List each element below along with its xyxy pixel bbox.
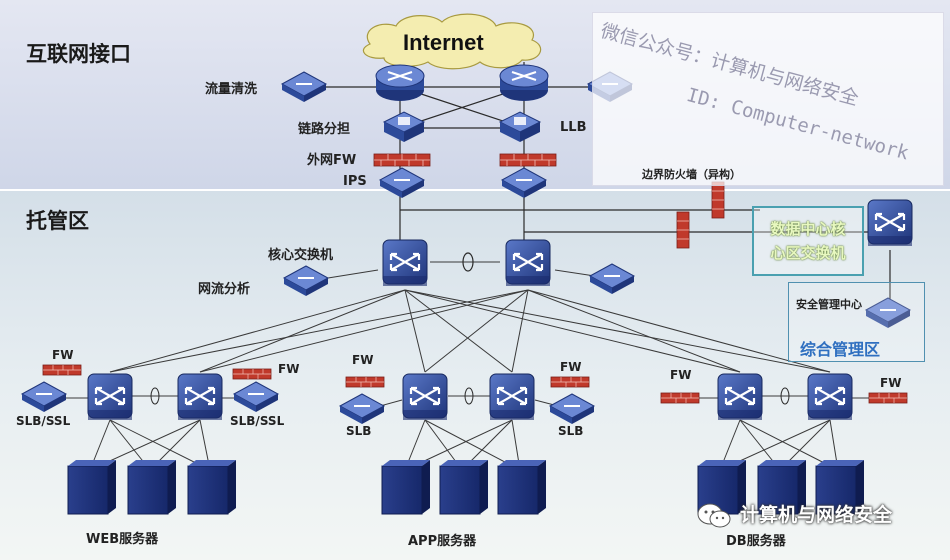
firewall-icon xyxy=(499,153,557,167)
access-switch-icon xyxy=(86,372,134,422)
app-fw-left-label: FW xyxy=(352,353,374,367)
datacenter-core-line-2: 心区交换机 xyxy=(770,244,846,262)
wechat-icon xyxy=(697,503,731,528)
core-switch-icon xyxy=(381,238,429,288)
firewall-icon xyxy=(42,364,82,376)
server-icon xyxy=(497,459,547,515)
server-icon xyxy=(67,459,117,515)
border-firewall-icon xyxy=(676,211,690,249)
security-mgmt-label: 安全管理中心 xyxy=(796,298,862,311)
db-fw-right-label: FW xyxy=(880,376,902,390)
web-fw-right-label: FW xyxy=(278,362,300,376)
server-icon xyxy=(381,459,431,515)
web-slb-left-label: SLB/SSL xyxy=(16,414,71,428)
app-slb-left-label: SLB xyxy=(346,424,372,438)
app-slb-right-label: SLB xyxy=(558,424,584,438)
web-fw-left-label: FW xyxy=(52,348,74,362)
app-fw-right-label: FW xyxy=(560,360,582,374)
access-switch-icon xyxy=(716,372,764,422)
server-icon xyxy=(187,459,237,515)
core-switch-label: 核心交换机 xyxy=(268,248,334,263)
integrated-mgmt-zone-box xyxy=(788,282,925,362)
watermark-panel xyxy=(592,12,944,186)
netflow-label: 网流分析 xyxy=(198,282,251,297)
db-servers-label: DB服务器 xyxy=(726,534,786,549)
outer-fw-label: 外网FW xyxy=(307,153,357,168)
core-switch-icon xyxy=(504,238,552,288)
integrated-mgmt-title: 综合管理区 xyxy=(800,340,881,359)
firewall-icon xyxy=(373,153,431,167)
app-servers-label: APP服务器 xyxy=(408,534,477,549)
access-switch-icon xyxy=(176,372,224,422)
access-switch-icon xyxy=(401,372,449,422)
datacenter-core-box: 数据中心核 心区交换机 xyxy=(752,206,864,276)
zone-title-hosting: 托管区 xyxy=(26,209,89,233)
traffic-cleaning-label: 流量清洗 xyxy=(205,82,258,97)
db-fw-left-label: FW xyxy=(670,368,692,382)
core-access-links xyxy=(109,261,831,373)
ips-label: IPS xyxy=(343,174,367,189)
firewall-icon xyxy=(660,392,700,404)
firewall-icon xyxy=(550,376,590,388)
llb-label: LLB xyxy=(560,120,587,135)
zone-title-internet: 互联网接口 xyxy=(26,42,131,66)
access-switch-icon xyxy=(488,372,536,422)
server-icon xyxy=(439,459,489,515)
firewall-icon xyxy=(232,368,272,380)
internet-cloud-label: Internet xyxy=(403,30,484,55)
footer-brand-text: 计算机与网络安全 xyxy=(740,504,893,526)
datacenter-core-line-1: 数据中心核 xyxy=(770,220,846,238)
border-firewall-icon xyxy=(711,181,725,219)
border-fw-label: 边界防火墙（异构） xyxy=(642,168,741,181)
datacenter-core-switch-icon xyxy=(866,198,914,248)
access-switch-icon xyxy=(806,372,854,422)
router-icon xyxy=(499,64,549,102)
link-balancing-label: 链路分担 xyxy=(298,122,351,137)
router-icon xyxy=(375,64,425,102)
server-icon xyxy=(127,459,177,515)
firewall-icon xyxy=(345,376,385,388)
web-servers-label: WEB服务器 xyxy=(86,532,159,547)
web-slb-right-label: SLB/SSL xyxy=(230,414,285,428)
firewall-icon xyxy=(868,392,908,404)
